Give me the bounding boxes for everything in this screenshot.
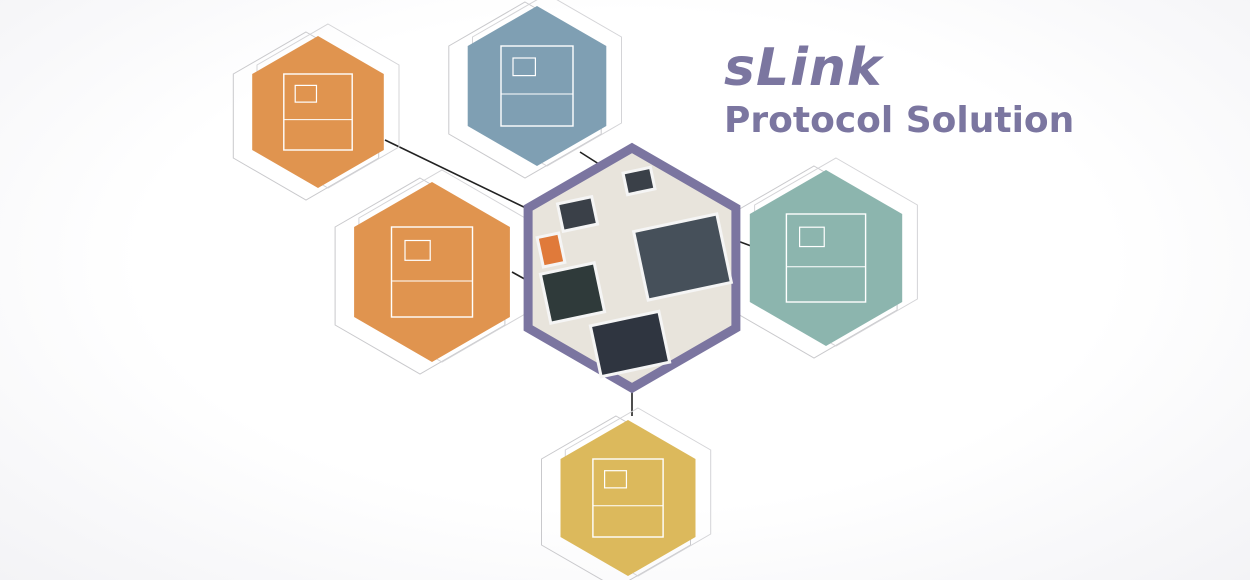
temperature-controller-outline [256,23,400,189]
control-panel-screen [621,165,657,197]
blender-icon [592,458,664,538]
chiller-hexagon [354,182,510,362]
chiller-panel-icon [404,239,431,261]
control-panel-screen [538,261,607,325]
brand-title: sLink [724,38,883,98]
control-panel-screen [535,231,567,269]
dryer-outline [472,0,622,167]
blender-outline [564,407,712,577]
control-panel-screen [555,194,600,234]
chiller-icon [390,226,474,318]
hopper-loader-icon [785,213,867,303]
hopper-loader-panel-icon [798,226,825,248]
temperature-controller-panel-icon [294,84,318,103]
connector-line [384,139,531,211]
blender-hexagon [560,420,696,576]
hopper-loader-outline [754,157,918,347]
control-panel-screen [631,212,734,302]
temperature-controller-icon [283,73,353,151]
hopper-loader-hexagon [749,170,903,346]
dryer-panel-icon [512,57,536,77]
dryer-hexagon [467,6,607,166]
control-panel-screen [588,309,672,379]
blender-panel-icon [603,470,628,489]
dryer-icon [500,45,574,127]
temperature-controller-hexagon [252,36,384,188]
subtitle: Protocol Solution [724,100,1075,141]
